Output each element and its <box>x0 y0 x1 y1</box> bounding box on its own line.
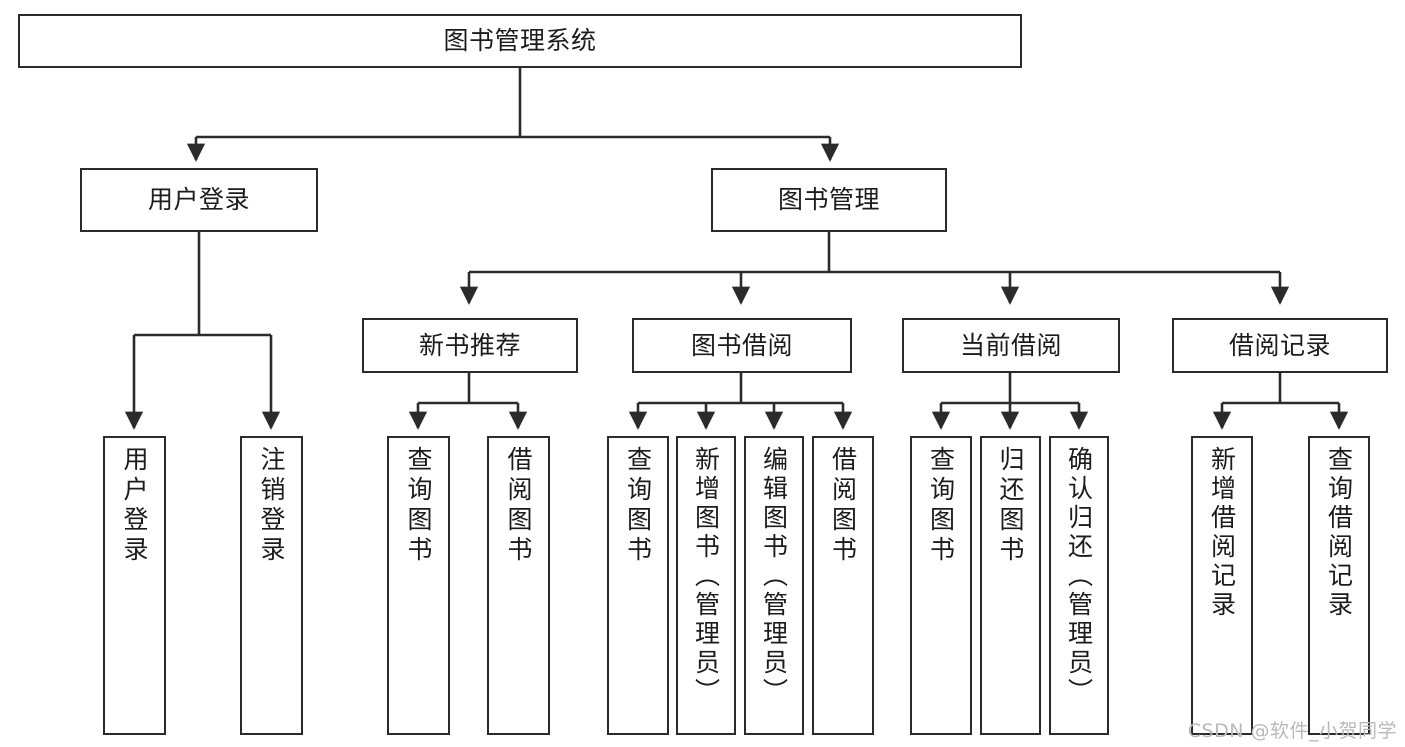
node-leaf-borrow-book-1-label: 借阅图书 <box>504 446 533 566</box>
node-leaf-return-book-label: 归还图书 <box>996 446 1025 566</box>
node-leaf-confirm-return[interactable]: 确认归还（管理员） <box>1049 436 1109 735</box>
node-book-manage-label: 图书管理 <box>777 185 880 215</box>
node-leaf-borrow-book-1[interactable]: 借阅图书 <box>487 436 550 735</box>
node-leaf-query-book-1-label: 查询图书 <box>404 446 433 566</box>
node-leaf-query-book-3-label: 查询图书 <box>926 446 956 566</box>
node-user-login[interactable]: 用户登录 <box>80 168 318 232</box>
node-leaf-query-book-2-label: 查询图书 <box>623 446 653 566</box>
node-leaf-edit-book-label: 编辑图书（管理员） <box>759 446 789 707</box>
node-leaf-logout-login[interactable]: 注销登录 <box>240 436 303 735</box>
node-new-book-recommend-label: 新书推荐 <box>418 330 521 360</box>
node-leaf-add-book[interactable]: 新增图书（管理员） <box>676 436 736 735</box>
node-leaf-add-record-label: 新增借阅记录 <box>1207 446 1237 620</box>
node-leaf-user-login-label: 用户登录 <box>120 446 149 566</box>
node-leaf-query-book-1[interactable]: 查询图书 <box>387 436 450 735</box>
node-root-system[interactable]: 图书管理系统 <box>18 14 1022 68</box>
node-leaf-edit-book[interactable]: 编辑图书（管理员） <box>744 436 804 735</box>
node-user-login-label: 用户登录 <box>147 185 250 215</box>
node-leaf-query-record-label: 查询借阅记录 <box>1324 446 1354 620</box>
node-borrow-record[interactable]: 借阅记录 <box>1172 318 1388 373</box>
node-book-manage[interactable]: 图书管理 <box>711 168 947 232</box>
node-leaf-user-login[interactable]: 用户登录 <box>103 436 166 735</box>
node-current-borrow-label: 当前借阅 <box>959 330 1062 360</box>
node-leaf-add-book-label: 新增图书（管理员） <box>691 446 721 707</box>
node-leaf-confirm-return-label: 确认归还（管理员） <box>1064 446 1094 707</box>
node-current-borrow[interactable]: 当前借阅 <box>902 318 1120 373</box>
csdn-watermark: CSDN @软件_小贺同学 <box>1187 720 1397 742</box>
node-borrow-record-label: 借阅记录 <box>1228 330 1331 360</box>
node-root-system-label: 图书管理系统 <box>443 26 597 56</box>
node-leaf-borrow-book-2[interactable]: 借阅图书 <box>812 436 874 735</box>
node-leaf-add-record[interactable]: 新增借阅记录 <box>1191 436 1253 735</box>
node-leaf-query-book-3[interactable]: 查询图书 <box>910 436 972 735</box>
node-leaf-query-book-2[interactable]: 查询图书 <box>607 436 669 735</box>
node-book-borrow-label: 图书借阅 <box>690 330 793 360</box>
node-leaf-query-record[interactable]: 查询借阅记录 <box>1308 436 1370 735</box>
node-new-book-recommend[interactable]: 新书推荐 <box>362 318 578 373</box>
node-book-borrow[interactable]: 图书借阅 <box>632 318 852 373</box>
node-leaf-return-book[interactable]: 归还图书 <box>980 436 1041 735</box>
node-leaf-borrow-book-2-label: 借阅图书 <box>828 446 858 566</box>
node-leaf-logout-login-label: 注销登录 <box>257 446 286 566</box>
